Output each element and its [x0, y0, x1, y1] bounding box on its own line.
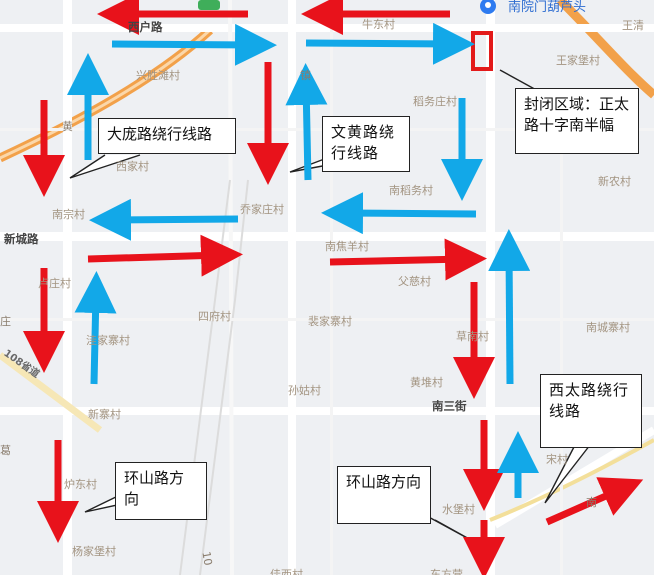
place-label: 乔家庄村: [240, 203, 284, 216]
place-label: 南宗村: [52, 208, 85, 221]
blue-arrow: [488, 229, 531, 385]
place-label: 佳西村: [270, 568, 303, 575]
place-label: 南: [586, 496, 597, 509]
place-label: 西家村: [116, 160, 149, 173]
place-label: 南稻务村: [389, 184, 433, 197]
place-label: 四府村: [198, 310, 231, 323]
place-label: 卢庄村: [38, 277, 71, 290]
detour-red-arrows: [23, 0, 644, 575]
place-label: 王家堡村: [556, 54, 600, 67]
place-label: 东方营: [430, 568, 463, 575]
road-xihu: [0, 24, 654, 32]
callout-dapang: 大庞路绕行线路: [98, 118, 236, 154]
blue-arrow: [285, 63, 328, 181]
place-label: 南城寨村: [586, 321, 630, 334]
road-xincheng: [0, 232, 654, 241]
place-label: 稻务庄村: [413, 95, 457, 108]
red-arrow: [329, 238, 487, 281]
blue-arrow: [321, 192, 477, 235]
station-icon: [198, 0, 220, 10]
place-label: 牛东村: [362, 18, 395, 31]
road-108: [0, 352, 103, 433]
red-arrow: [545, 477, 644, 526]
red-arrow: [87, 234, 243, 277]
place-label: 镇: [300, 69, 311, 82]
place-label: 裴家寨村: [308, 315, 352, 328]
road-zhengtai: [486, 0, 495, 575]
place-label: 炉东村: [64, 478, 97, 491]
arterial-road-right: [556, 0, 654, 99]
place-label: 南焦羊村: [325, 240, 369, 253]
place-label: 洼家寨村: [86, 334, 130, 347]
place-label: 草南村: [456, 330, 489, 343]
detour-blue-arrows: [67, 22, 539, 498]
callout-wenhuang: 文黄路绕行线路: [322, 116, 410, 172]
poi-pin-icon: [480, 0, 496, 14]
road-label-xincheng: 新城路: [4, 232, 39, 246]
callout-xitai: 西太路绕行线路: [540, 374, 642, 448]
place-label: 水堡村: [442, 503, 475, 516]
blue-arrow: [305, 22, 475, 65]
callout-closure: 封闭区域：正太路十字南半幅: [515, 88, 639, 154]
place-label: 新寨村: [88, 408, 121, 421]
place-label: 黄: [62, 120, 73, 133]
place-label: 兴胜滩村: [136, 69, 180, 82]
road-label-xihu: 西户路: [128, 20, 163, 34]
blue-arrow: [74, 271, 117, 385]
place-label: 10: [199, 550, 215, 567]
callout-huanshan-left: 环山路方向: [115, 462, 207, 520]
callout-huanshan-right: 环山路方向: [337, 466, 431, 524]
place-label: 杨家堡村: [72, 545, 116, 558]
place-label: 葛: [0, 444, 11, 457]
place-label: 庄: [0, 315, 11, 328]
place-label: 王清: [622, 19, 644, 32]
road-dapang: [63, 0, 72, 575]
blue-arrow: [89, 198, 239, 241]
place-label: 孙姑村: [288, 384, 321, 397]
road-nansan: [0, 407, 654, 415]
blue-arrow: [111, 23, 277, 66]
place-label: 黄堆村: [410, 376, 443, 389]
road-wenhuang: [288, 0, 296, 575]
road-label-nansan: 南三街: [432, 399, 467, 413]
poi-label[interactable]: 南院门葫芦头: [508, 0, 587, 15]
place-label: 父慈村: [398, 275, 431, 288]
place-label: 新农村: [598, 175, 631, 188]
place-label: 宋村: [546, 453, 568, 466]
